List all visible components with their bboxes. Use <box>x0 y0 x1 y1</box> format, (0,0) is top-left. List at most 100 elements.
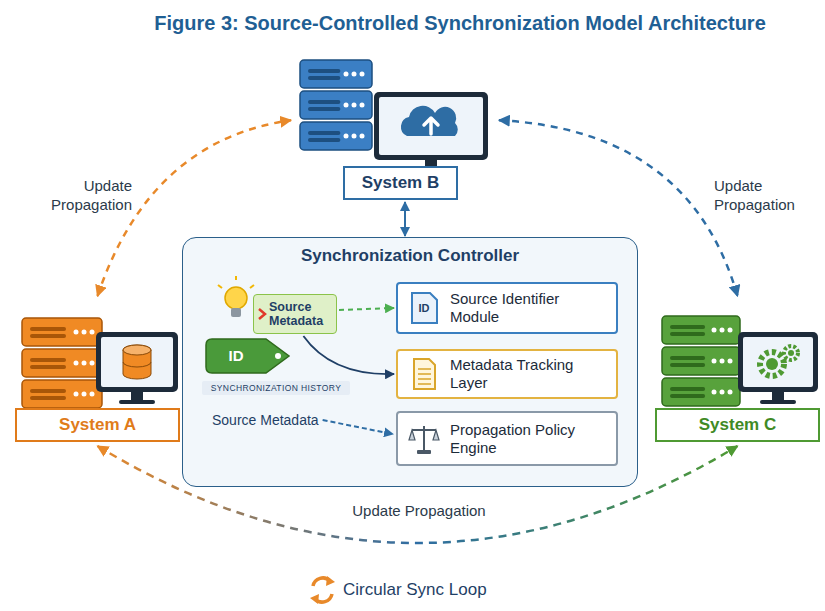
upload-arrow <box>424 118 438 134</box>
server-light <box>728 359 733 364</box>
scale-pan <box>409 430 439 440</box>
server-slot <box>670 387 705 391</box>
gear-icon <box>760 352 784 376</box>
history-bar <box>202 381 350 395</box>
cloud-icon <box>401 106 458 136</box>
document-line <box>418 373 431 375</box>
server-light <box>712 359 717 364</box>
server-light <box>82 392 87 397</box>
monitor-frame <box>374 92 488 160</box>
server-slot <box>30 365 66 369</box>
bulb-ray <box>218 285 222 288</box>
server-light <box>74 392 79 397</box>
server-slot <box>308 100 340 104</box>
server-slot <box>308 69 340 73</box>
server-light <box>82 330 87 335</box>
module-box: Propagation Policy Engine <box>396 411 618 466</box>
tag-hole <box>275 353 281 359</box>
scale-icon <box>412 429 436 431</box>
controller-fill <box>182 237 638 487</box>
monitor-screen <box>379 97 483 155</box>
document-line <box>418 378 431 380</box>
server-unit <box>22 318 102 346</box>
server-unit <box>662 378 740 406</box>
server-light <box>352 134 357 139</box>
connector <box>499 120 738 296</box>
scale-base <box>417 450 431 454</box>
server-slot <box>30 327 66 331</box>
server-unit <box>662 347 740 375</box>
bulb-ray <box>250 285 254 288</box>
annotation-label: Source Metadata <box>212 412 319 428</box>
system-node: System A <box>15 300 180 442</box>
module-box: Source Identifier ModuleID <box>396 282 618 334</box>
database-icon <box>123 345 151 355</box>
server-light <box>90 361 95 366</box>
gear-icon <box>766 358 778 370</box>
server-slot <box>30 389 66 393</box>
loop-arrowhead <box>326 576 335 586</box>
document-line <box>418 383 431 385</box>
database-icon <box>123 345 151 355</box>
annotation-label: ID <box>410 302 438 314</box>
server-light <box>720 390 725 395</box>
server-light <box>728 328 733 333</box>
panel-title: Synchronization Controller <box>183 246 637 266</box>
document-icon <box>414 359 435 389</box>
node-text: Source Metadata <box>269 300 332 329</box>
server-light <box>344 103 349 108</box>
monitor-frame <box>96 332 178 392</box>
edge-label: Update Propagation <box>317 501 521 522</box>
monitor-base <box>760 400 796 404</box>
server-slot <box>308 131 340 135</box>
server-slot <box>308 138 340 142</box>
server-unit <box>22 380 102 408</box>
annotation-label: Circular Sync Loop <box>343 580 487 600</box>
system-node: System B <box>295 55 495 200</box>
server-slot <box>670 363 705 367</box>
gear-icon <box>788 350 794 356</box>
monitor-stand <box>131 392 143 401</box>
server-light <box>344 72 349 77</box>
server-slot <box>308 107 340 111</box>
node-text: Metadata Tracking Layer <box>450 356 608 392</box>
system-label: System A <box>15 408 180 442</box>
server-light <box>712 328 717 333</box>
figure-title: Figure 3: Source-Controlled Synchronizat… <box>100 12 820 35</box>
server-slot <box>670 325 705 329</box>
edge-label: Update Propagation <box>712 176 812 216</box>
server-light <box>360 134 365 139</box>
connector <box>404 202 406 236</box>
document-line <box>418 368 431 370</box>
server-unit <box>300 91 372 119</box>
server-unit <box>22 349 102 377</box>
server-light <box>352 72 357 77</box>
leader-arrow <box>323 420 393 434</box>
monitor-stand <box>772 392 784 401</box>
server-light <box>352 103 357 108</box>
module-icon <box>407 357 441 391</box>
server-light <box>728 390 733 395</box>
connector <box>303 336 394 374</box>
server-light <box>720 359 725 364</box>
monitor-frame <box>738 332 818 392</box>
loop-arrowhead <box>310 594 319 604</box>
system-label: System C <box>655 408 820 442</box>
edge-label: Update Propagation <box>28 176 134 216</box>
gear-icon <box>784 346 798 360</box>
monitor-screen <box>101 337 173 387</box>
module-icon <box>407 422 441 456</box>
system-node: System C <box>655 300 820 442</box>
server-light <box>82 361 87 366</box>
chevron-marker <box>259 309 265 319</box>
server-light <box>720 328 725 333</box>
server-slot <box>670 394 705 398</box>
server-unit <box>300 60 372 88</box>
server-light <box>360 72 365 77</box>
database-icon <box>123 362 151 367</box>
server-slot <box>308 76 340 80</box>
id-tag <box>206 339 289 373</box>
server-light <box>90 392 95 397</box>
server-light <box>90 330 95 335</box>
